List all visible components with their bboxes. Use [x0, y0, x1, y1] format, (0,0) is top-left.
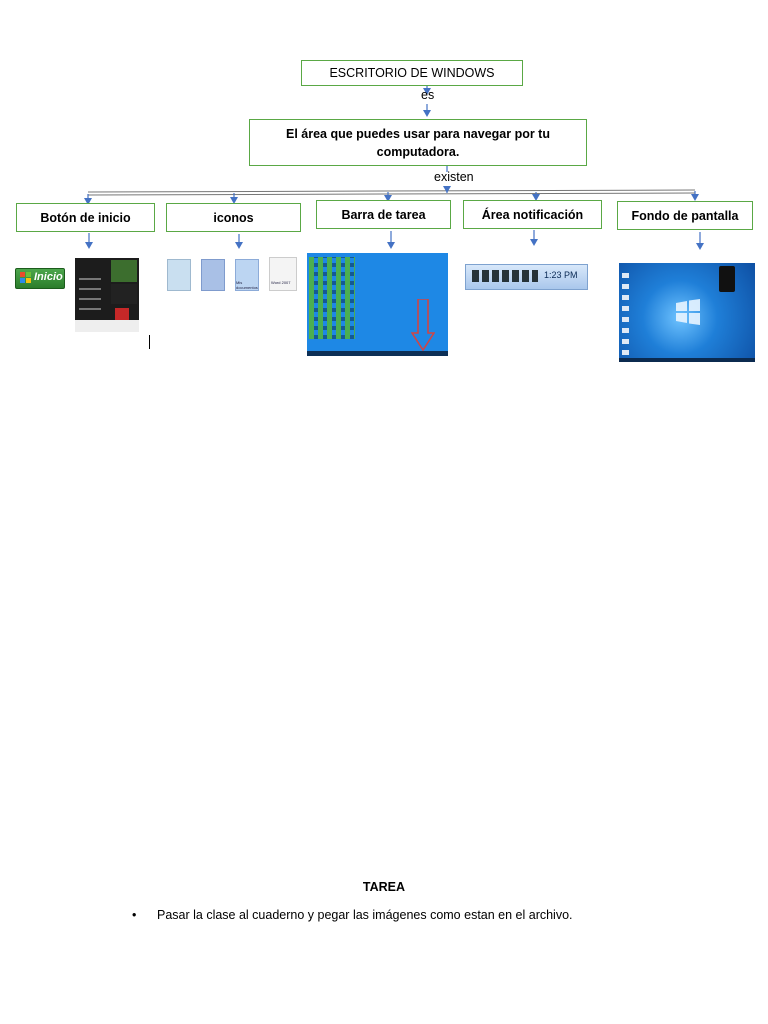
- arrow-img-1-head: [85, 242, 93, 249]
- link-existen: existen: [434, 170, 474, 184]
- tray-icons: [472, 270, 538, 282]
- arrow-img-3-head: [387, 242, 395, 249]
- recycle-bin-icon: [167, 259, 191, 291]
- definition-box: El área que puedes usar para navegar por…: [249, 119, 587, 166]
- link-es: es: [421, 88, 435, 102]
- desktop-icons-image: Mis documentos Word 2007: [163, 257, 298, 292]
- start-menu-search-box: [75, 320, 139, 332]
- title-text: ESCRITORIO DE WINDOWS: [329, 66, 495, 80]
- wallpaper-image: [619, 263, 755, 362]
- bracket-line-lower: [87, 192, 696, 196]
- text-cursor: [149, 335, 150, 349]
- homework-bullet: •: [132, 908, 137, 922]
- item-label-taskbar: Barra de tarea: [341, 207, 426, 222]
- drop-4-head: [532, 194, 540, 201]
- drop-3-head: [384, 195, 392, 202]
- folder-icon-label: Mis documentos: [236, 280, 258, 290]
- item-label-wallpaper: Fondo de pantalla: [631, 208, 739, 223]
- item-box-start-button: Botón de inicio: [16, 203, 155, 232]
- start-menu-list-line-3: [79, 298, 101, 300]
- start-menu-tile-1: [111, 260, 137, 282]
- item-box-icons: iconos: [166, 203, 301, 232]
- start-button-image: Inicio: [15, 268, 65, 289]
- arrowhead-definition: [423, 110, 431, 117]
- homework-title: TAREA: [362, 880, 406, 894]
- item-label-notification-area: Área notificación: [481, 207, 584, 222]
- arrowhead-existen: [443, 186, 451, 193]
- start-button-text: Inicio: [34, 271, 63, 283]
- taskbar-strip: [307, 351, 448, 356]
- taskbar-image: [307, 253, 448, 356]
- item-box-notification-area: Área notificación: [463, 200, 602, 229]
- windows-flag-icon: [20, 272, 31, 283]
- media-gadget: [719, 266, 735, 292]
- drop-5-head: [691, 194, 699, 201]
- item-box-wallpaper: Fondo de pantalla: [617, 201, 753, 230]
- drop-1-head: [84, 198, 92, 205]
- item-label-icons: iconos: [213, 210, 254, 225]
- drop-2-head: [230, 197, 238, 204]
- arrowhead-es: [423, 88, 431, 95]
- folder-icon: Mis documentos: [235, 259, 259, 291]
- start-menu-tile-2: [111, 284, 137, 304]
- arrow-img-2-head: [235, 242, 243, 249]
- start-menu-image: [75, 258, 139, 332]
- computer-icon: [201, 259, 225, 291]
- item-label-start-button: Botón de inicio: [40, 210, 131, 225]
- title-box: ESCRITORIO DE WINDOWS: [301, 60, 523, 86]
- tray-clock: 1:23 PM: [544, 270, 578, 280]
- desktop-icon-grid: [309, 257, 355, 339]
- item-box-taskbar: Barra de tarea: [316, 200, 451, 229]
- bracket-line-upper: [87, 189, 696, 193]
- word-icon: Word 2007: [269, 257, 297, 291]
- down-arrow-icon: [411, 299, 435, 351]
- wallpaper-taskbar: [619, 358, 755, 362]
- start-menu-list-line-2: [79, 288, 101, 290]
- windows-logo-icon: [676, 299, 700, 325]
- start-menu-list-line-1: [79, 278, 101, 280]
- arrow-img-4-head: [530, 239, 538, 246]
- homework-text: Pasar la clase al cuaderno y pegar las i…: [157, 908, 573, 922]
- arrow-img-5-head: [696, 243, 704, 250]
- definition-text: El área que puedes usar para navegar por…: [286, 126, 550, 159]
- start-menu-list-line-4: [79, 308, 101, 310]
- notification-area-image: 1:23 PM: [465, 264, 588, 290]
- wallpaper-desktop-icons: [622, 267, 629, 355]
- word-icon-label: Word 2007: [271, 280, 291, 285]
